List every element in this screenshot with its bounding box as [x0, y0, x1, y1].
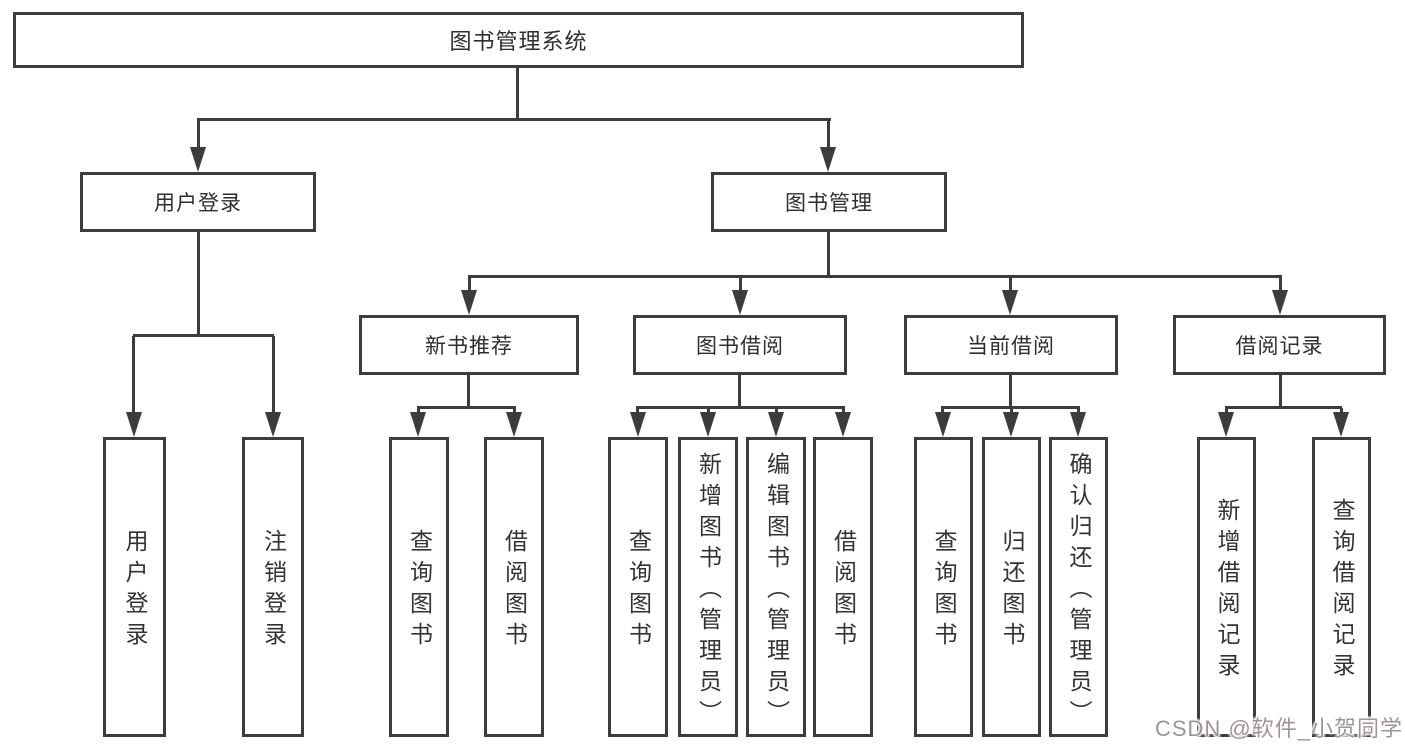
leaf-label: 查询图书: [406, 529, 433, 653]
leaf-query-books: 查询图书: [608, 437, 668, 737]
node-label: 图书管理: [785, 192, 873, 215]
arrow-down-icon: [190, 147, 206, 172]
csdn-watermark: CSDN @软件_小贺同学: [1154, 716, 1403, 741]
node-user-login: 用户登录: [80, 172, 316, 232]
arrow-down-icon: [820, 147, 836, 172]
arrow-down-icon: [935, 412, 951, 437]
connector-line: [1279, 375, 1282, 408]
connector-line: [468, 277, 471, 295]
connector-line: [738, 375, 741, 408]
leaf-label: 新增借阅记录: [1214, 498, 1240, 684]
leaf-label: 借阅图书: [830, 529, 857, 653]
connector-line: [197, 120, 200, 155]
arrow-down-icon: [1272, 290, 1288, 315]
connector-line: [468, 275, 1282, 278]
connector-line: [827, 120, 830, 155]
node-book-management: 图书管理: [711, 172, 947, 232]
leaf-borrow-books: 借阅图书: [484, 437, 544, 737]
leaf-confirm-return-admin: 确认归还（管理员）: [1049, 437, 1108, 737]
arrow-down-icon: [700, 412, 716, 437]
leaf-query-books: 查询图书: [914, 437, 973, 737]
leaf-return-books: 归还图书: [982, 437, 1041, 737]
leaf-logout: 注销登录: [242, 437, 304, 737]
node-new-book-recommend: 新书推荐: [359, 315, 579, 375]
leaf-label: 新增图书（管理员）: [695, 451, 722, 731]
connector-line: [197, 118, 831, 121]
arrow-down-icon: [1070, 412, 1086, 437]
node-label: 图书管理系统: [449, 29, 588, 54]
node-label: 用户登录: [154, 192, 242, 215]
leaf-user-login: 用户登录: [103, 437, 166, 737]
connector-line: [636, 406, 845, 409]
leaf-add-books-admin: 新增图书（管理员）: [678, 437, 738, 737]
connector-line: [1279, 277, 1282, 295]
leaf-label: 注销登录: [260, 529, 287, 653]
connector-line: [827, 232, 830, 277]
leaf-label: 编辑图书（管理员）: [763, 451, 790, 731]
arrow-down-icon: [1333, 412, 1349, 437]
leaf-query-books: 查询图书: [389, 437, 449, 737]
node-book-borrow: 图书借阅: [633, 315, 847, 375]
node-label: 新书推荐: [425, 335, 513, 358]
connector-line: [1009, 277, 1012, 295]
node-label: 借阅记录: [1235, 335, 1324, 358]
arrow-down-icon: [1002, 290, 1018, 315]
node-library-system: 图书管理系统: [13, 12, 1024, 68]
node-label: 图书借阅: [696, 335, 784, 358]
leaf-borrow-books: 借阅图书: [813, 437, 873, 737]
leaf-label: 查询图书: [931, 529, 957, 653]
arrow-down-icon: [265, 412, 281, 437]
arrow-down-icon: [410, 412, 426, 437]
arrow-down-icon: [461, 290, 477, 315]
leaf-add-borrow-record: 新增借阅记录: [1197, 437, 1256, 737]
leaf-label: 借阅图书: [501, 529, 528, 653]
arrow-down-icon: [506, 412, 522, 437]
connector-line: [272, 336, 275, 421]
arrow-down-icon: [835, 412, 851, 437]
leaf-label: 归还图书: [999, 529, 1025, 653]
arrow-down-icon: [1003, 412, 1019, 437]
connector-line: [133, 334, 274, 337]
leaf-label: 查询图书: [625, 529, 652, 653]
leaf-label: 确认归还（管理员）: [1066, 451, 1092, 731]
leaf-edit-books-admin: 编辑图书（管理员）: [746, 437, 806, 737]
leaf-query-borrow-record: 查询借阅记录: [1312, 437, 1371, 737]
arrow-down-icon: [1218, 412, 1234, 437]
arrow-down-icon: [732, 290, 748, 315]
node-current-borrow: 当前借阅: [904, 315, 1118, 375]
connector-line: [941, 406, 1080, 409]
connector-line: [1225, 406, 1342, 409]
connector-line: [467, 375, 470, 408]
leaf-label: 用户登录: [122, 529, 148, 653]
arrow-down-icon: [630, 412, 646, 437]
node-borrow-record: 借阅记录: [1173, 315, 1386, 375]
connector-line: [132, 336, 135, 421]
connector-line: [516, 68, 519, 121]
connector-line: [197, 232, 200, 336]
connector-line: [1009, 375, 1012, 408]
arrow-down-icon: [126, 412, 142, 437]
leaf-label: 查询借阅记录: [1329, 498, 1355, 684]
node-label: 当前借阅: [967, 335, 1055, 358]
connector-line: [417, 406, 516, 409]
connector-line: [739, 277, 742, 295]
arrow-down-icon: [768, 412, 784, 437]
